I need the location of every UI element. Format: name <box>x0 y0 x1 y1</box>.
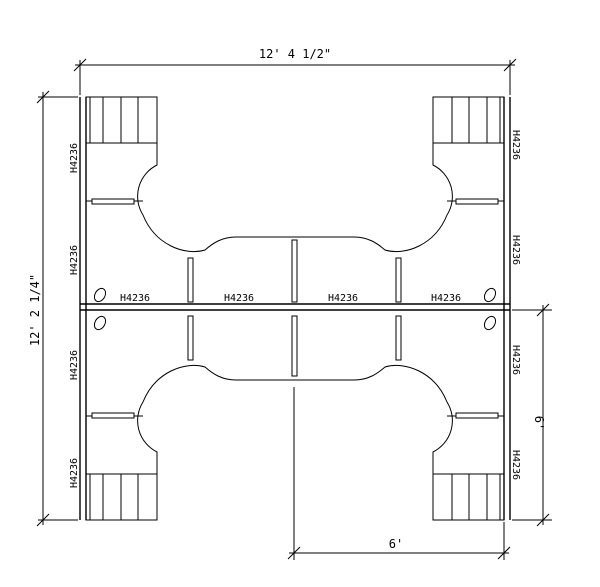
dimension-module-width: 6' <box>287 387 511 560</box>
storage-top-right <box>432 96 505 144</box>
panel-label: H4236 <box>69 143 80 173</box>
dimension-overall-width: 12' 4 1/2" <box>73 47 517 95</box>
storage-bottom-left <box>85 473 158 521</box>
worksurface-top-right <box>294 96 504 253</box>
panel-label: H4236 <box>510 450 521 480</box>
grommet-icon <box>93 287 107 303</box>
panel-labels: H4236 H4236 H4236 H4236 H4236 H4236 H423… <box>69 130 521 488</box>
panel-label: H4236 <box>69 350 80 380</box>
panel-label: H4236 <box>510 130 521 160</box>
panel-label: H4236 <box>69 458 80 488</box>
panel-label: H4236 <box>69 245 80 275</box>
storage-bottom-right <box>432 473 505 521</box>
worksurface-bottom-right <box>294 364 504 521</box>
panel-label: H4236 <box>510 345 521 375</box>
panel-label: H4236 <box>224 293 254 304</box>
support-brackets-horizontal <box>91 198 499 419</box>
storage-top-left <box>85 96 158 144</box>
overall-height-label: 12' 2 1/4" <box>28 274 42 346</box>
module-height-label: 6' <box>532 416 546 430</box>
grommet-icons <box>93 287 497 331</box>
outer-panels <box>79 97 511 520</box>
dimension-module-height: 6' <box>512 303 552 527</box>
grommet-icon <box>93 315 107 331</box>
panel-label: H4236 <box>431 293 461 304</box>
worksurface-bottom-left <box>86 364 294 521</box>
worksurface-top-left <box>86 96 294 253</box>
dimension-overall-height: 12' 2 1/4" <box>28 90 78 527</box>
overall-width-label: 12' 4 1/2" <box>259 47 331 61</box>
divider-panels-vertical <box>187 239 402 377</box>
panel-label: H4236 <box>510 235 521 265</box>
panel-label: H4236 <box>328 293 358 304</box>
grommet-icon <box>483 287 497 303</box>
module-width-label: 6' <box>389 537 403 551</box>
panel-label: H4236 <box>120 293 150 304</box>
grommet-icon <box>483 315 497 331</box>
